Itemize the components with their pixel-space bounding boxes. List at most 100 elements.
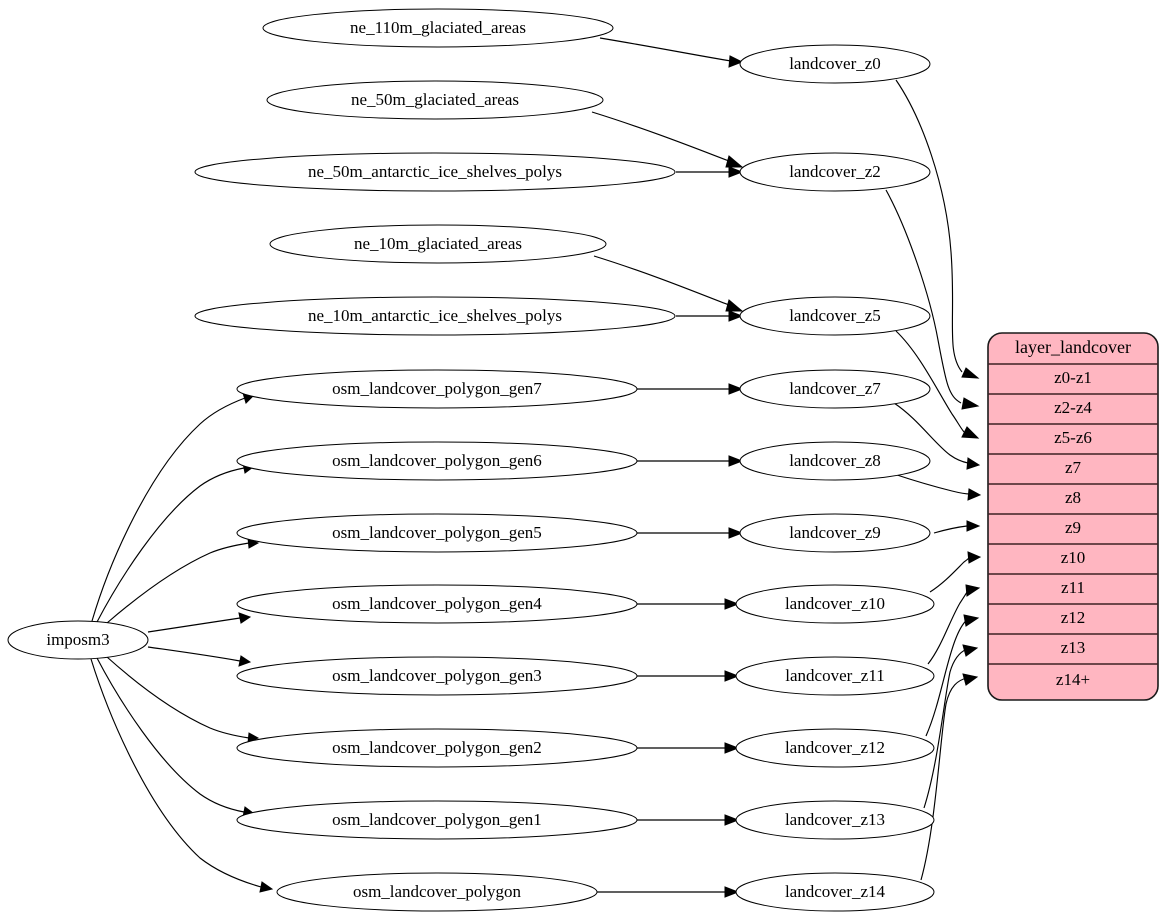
table-row-label: z8 [1065,488,1081,507]
node-landcover-z5[interactable]: landcover_z5 [739,296,931,336]
table-row-z9[interactable]: z9 [988,518,1158,545]
table-row-label: z12 [1061,608,1086,627]
edge-z12-to-row-z12 [925,614,980,737]
edge-imposm3-to-gen6 [96,462,255,623]
node-osm-landcover-polygon-gen3[interactable]: osm_landcover_polygon_gen3 [236,656,638,696]
edge-gen1-to-z13 [637,814,740,826]
node-landcover-z0[interactable]: landcover_z0 [739,44,931,84]
table-row-z7[interactable]: z7 [988,458,1158,485]
node-label: ne_50m_antarctic_ice_shelves_polys [308,162,562,181]
node-shape [735,584,935,624]
edge-z8-to-row-z8 [893,473,982,501]
edge-ne10ant-to-z5 [676,310,744,322]
node-landcover-z9[interactable]: landcover_z9 [739,513,931,553]
node-shape [236,369,638,409]
edge-z13-to-row-z13 [923,644,979,809]
node-landcover-z7[interactable]: landcover_z7 [739,369,931,409]
table-row-label: z11 [1061,578,1085,597]
table-row-z11[interactable]: z11 [988,578,1158,605]
edge-z14-to-row-z14plus [920,673,979,881]
table-row-z2z4[interactable]: z2-z4 [988,398,1158,425]
node-shape [236,584,638,624]
node-label: landcover_z12 [785,738,885,757]
node-shape [739,369,931,409]
node-label: osm_landcover_polygon_gen5 [332,523,542,542]
node-osm-landcover-polygon-gen1[interactable]: osm_landcover_polygon_gen1 [236,800,638,840]
table-row-label: z13 [1061,638,1086,657]
node-label: ne_10m_antarctic_ice_shelves_polys [308,306,562,325]
node-shape [236,728,638,768]
node-imposm3[interactable]: imposm3 [7,620,149,660]
node-label: ne_110m_glaciated_areas [350,18,526,37]
edge-layer [90,37,982,898]
table-row-z8[interactable]: z8 [988,488,1158,515]
edge-gen7-to-z7 [637,383,744,395]
table-row-label: z9 [1065,518,1081,537]
node-shape [739,513,931,553]
node-label: landcover_z11 [785,666,884,685]
table-row-z14plus[interactable]: z14+ [1056,670,1090,689]
node-landcover-z10[interactable]: landcover_z10 [735,584,935,624]
node-shape [739,296,931,336]
node-label: osm_landcover_polygon_gen2 [332,738,542,757]
table-row-label: z10 [1061,548,1086,567]
node-label-imposm3: imposm3 [46,630,109,649]
layer-landcover-table[interactable]: layer_landcover z0-z1 z2-z4 z5-z6 z7 z8 [987,332,1159,701]
node-ne-50m-antarctic-ice-shelves-polys[interactable]: ne_50m_antarctic_ice_shelves_polys [194,152,676,192]
node-shape [7,620,149,660]
node-shape [739,152,931,192]
node-shape [262,8,614,48]
table-row-z10[interactable]: z10 [988,548,1158,575]
edge-z11-to-row-z11 [927,584,981,665]
node-landcover-z2[interactable]: landcover_z2 [739,152,931,192]
node-label: osm_landcover_polygon_gen3 [332,666,542,685]
node-ne-10m-glaciated-areas[interactable]: ne_10m_glaciated_areas [269,224,607,264]
node-shape [194,152,676,192]
node-label: landcover_z5 [789,306,881,325]
table-row-z13[interactable]: z13 [988,638,1158,665]
node-label: osm_landcover_polygon_gen1 [332,810,542,829]
node-shape [735,872,935,912]
node-osm-landcover-polygon-gen6[interactable]: osm_landcover_polygon_gen6 [236,441,638,481]
table-row-z5z6[interactable]: z5-z6 [988,428,1158,455]
table-row-z12[interactable]: z12 [988,608,1158,635]
node-landcover-z11[interactable]: landcover_z11 [735,656,935,696]
table-row-label: z0-z1 [1054,368,1092,387]
node-landcover-z8[interactable]: landcover_z8 [739,441,931,481]
node-label: landcover_z8 [789,451,881,470]
node-ne-110m-glaciated-areas[interactable]: ne_110m_glaciated_areas [262,8,614,48]
node-shape [739,441,931,481]
edge-gen5-to-z9 [637,527,744,539]
node-shape [276,872,598,912]
node-landcover-z12[interactable]: landcover_z12 [735,728,935,768]
node-landcover-z14[interactable]: landcover_z14 [735,872,935,912]
node-osm-landcover-polygon[interactable]: osm_landcover_polygon [276,872,598,912]
edge-imposm3-to-gen2 [106,656,260,744]
table-row-label: z5-z6 [1054,428,1092,447]
node-shape [266,80,604,120]
node-ne-50m-glaciated-areas[interactable]: ne_50m_glaciated_areas [266,80,604,120]
edge-gen3-to-z11 [637,670,740,682]
node-label: landcover_z9 [789,523,881,542]
table-row-z0z1[interactable]: z0-z1 [988,368,1158,395]
node-osm-landcover-polygon-gen4[interactable]: osm_landcover_polygon_gen4 [236,584,638,624]
node-label: ne_50m_glaciated_areas [351,90,519,109]
edge-imposm3-to-gen3 [147,646,252,667]
edge-z2-to-row-z2z4 [885,189,980,410]
node-landcover-z13[interactable]: landcover_z13 [735,800,935,840]
edge-z10-to-row-z10 [929,551,982,593]
node-osm-landcover-polygon-gen5[interactable]: osm_landcover_polygon_gen5 [236,513,638,553]
edge-z9-to-row-z9 [933,520,981,534]
node-osm-landcover-polygon-gen2[interactable]: osm_landcover_polygon_gen2 [236,728,638,768]
node-osm-landcover-polygon-gen7[interactable]: osm_landcover_polygon_gen7 [236,369,638,409]
node-label: ne_10m_glaciated_areas [354,234,522,253]
node-label: landcover_z13 [785,810,885,829]
edge-gen2-to-z12 [637,742,740,754]
table-row-label: z7 [1065,458,1082,477]
node-ne-10m-antarctic-ice-shelves-polys[interactable]: ne_10m_antarctic_ice_shelves_polys [194,296,676,336]
node-label: landcover_z14 [785,882,886,901]
node-shape [739,44,931,84]
edge-ne50ant-to-z2 [676,166,744,178]
